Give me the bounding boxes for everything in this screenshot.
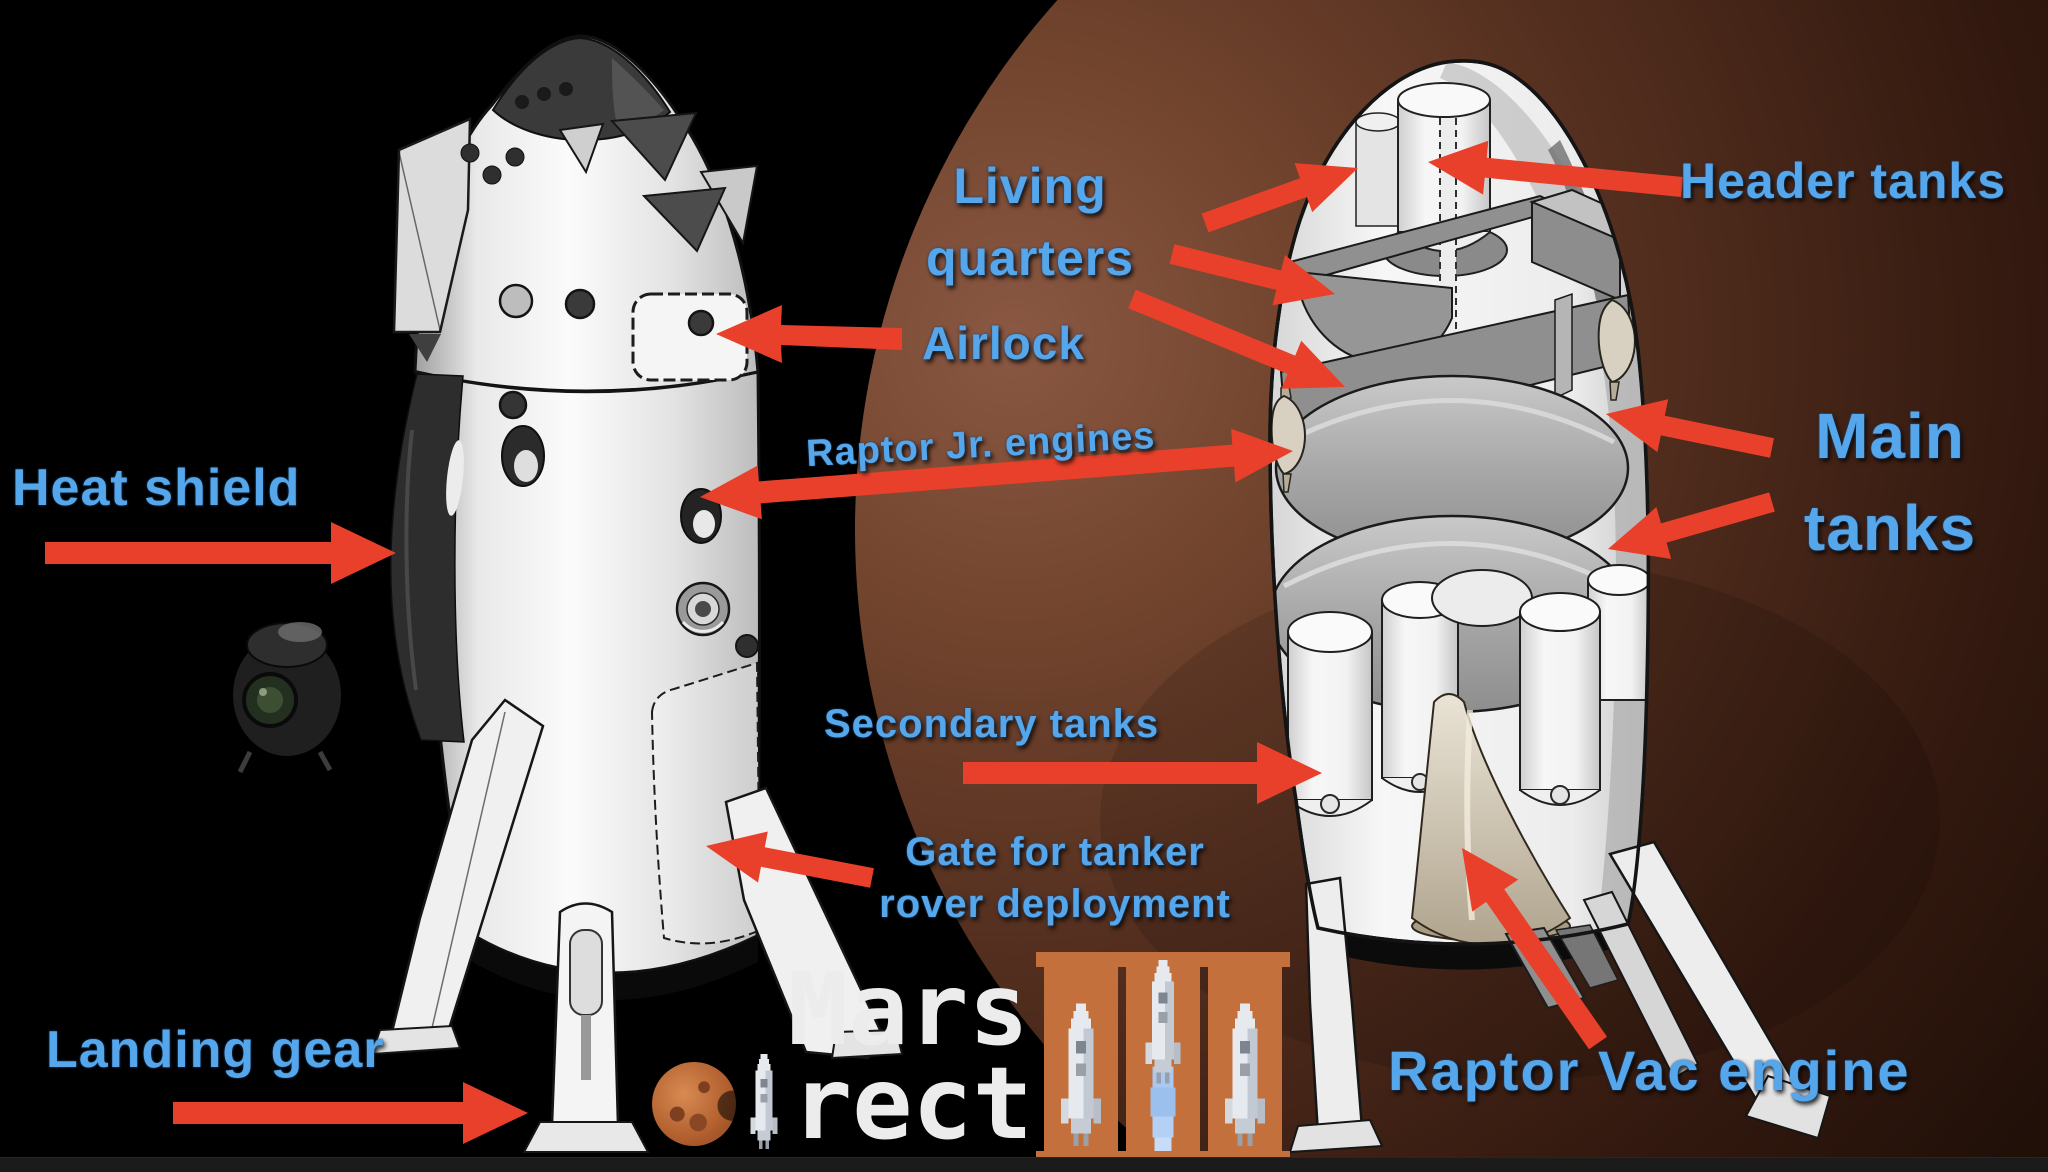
video-bottom-bar bbox=[0, 1157, 2048, 1172]
living-quarters-arrow-1 bbox=[1201, 163, 1358, 233]
raptor-vac-engine-label: Raptor Vac engine bbox=[1388, 1039, 1911, 1102]
landing-gear-arrow bbox=[173, 1082, 528, 1144]
logo-numeral-III bbox=[1036, 952, 1290, 1166]
secondary-tanks-label: Secondary tanks bbox=[824, 702, 1160, 746]
logo-word-direct: rect bbox=[652, 1052, 1033, 1156]
mars-planet-icon bbox=[652, 1062, 736, 1146]
logo-word-rect: rect bbox=[792, 1045, 1033, 1162]
secondary-tanks-arrow bbox=[963, 742, 1322, 804]
gate-label: Gate for tanker rover deployment bbox=[845, 826, 1265, 930]
heat-shield-arrow bbox=[45, 522, 396, 584]
rocket-column-icon bbox=[1200, 952, 1290, 1166]
secondary-tanks bbox=[1287, 564, 1649, 817]
living-quarters-arrow-2 bbox=[1169, 244, 1335, 306]
main-tanks-line1: Main bbox=[1815, 400, 1965, 472]
cargo-capsule bbox=[231, 622, 343, 774]
pixel-rocket-icon bbox=[1056, 1001, 1106, 1156]
raptor-vac-arrow bbox=[1462, 848, 1607, 1050]
main-tanks-label: Main tanks bbox=[1780, 390, 2000, 574]
gate-arrow bbox=[706, 831, 874, 888]
airlock-label: Airlock bbox=[922, 317, 1085, 369]
pixel-rocket-icon bbox=[1141, 960, 1185, 1090]
pixel-rocket-icon bbox=[1220, 1001, 1270, 1156]
header-tanks-label: Header tanks bbox=[1680, 153, 2007, 209]
heat-shield bbox=[390, 373, 465, 743]
deployed-panel bbox=[392, 117, 472, 334]
landing-gear bbox=[370, 698, 904, 1153]
raptor-jr-nacelles bbox=[1270, 298, 1636, 493]
header-tanks-arrow bbox=[1428, 140, 1683, 197]
raptor-jr-engine-ports bbox=[501, 425, 722, 544]
rocket-column-launching-icon bbox=[1118, 952, 1208, 1166]
main-tanks-line2: tanks bbox=[1803, 492, 1977, 564]
raptor-jr-engines-arrow bbox=[700, 428, 1293, 520]
gate-label-line1: Gate for tanker bbox=[905, 830, 1205, 874]
rover-gate bbox=[650, 661, 762, 945]
gate-label-line2: rover deployment bbox=[879, 882, 1231, 926]
landing-gear-label: Landing gear bbox=[46, 1021, 385, 1079]
pixel-rocket-icon bbox=[742, 1054, 786, 1154]
airlock-hatch bbox=[631, 292, 749, 382]
airlock-arrow bbox=[716, 305, 902, 363]
docking-ring-port bbox=[675, 581, 731, 637]
main-tanks-arrow-1 bbox=[1606, 399, 1774, 458]
main-tanks-arrow-2 bbox=[1608, 492, 1775, 559]
living-quarters-arrow-3 bbox=[1128, 289, 1345, 389]
rocket-column-icon bbox=[1036, 952, 1126, 1166]
logo-word-mars: Mars bbox=[788, 951, 1029, 1068]
annotation-arrows bbox=[45, 140, 1775, 1144]
living-quarters-line2: quarters bbox=[925, 230, 1135, 286]
living-quarters-line1: Living bbox=[953, 158, 1107, 214]
cutaway-landing-gear bbox=[1288, 840, 1832, 1154]
lander-exterior-view bbox=[370, 34, 904, 1153]
living-quarters-label: Living quarters bbox=[870, 150, 1190, 294]
heat-shield-label: Heat shield bbox=[12, 459, 301, 517]
